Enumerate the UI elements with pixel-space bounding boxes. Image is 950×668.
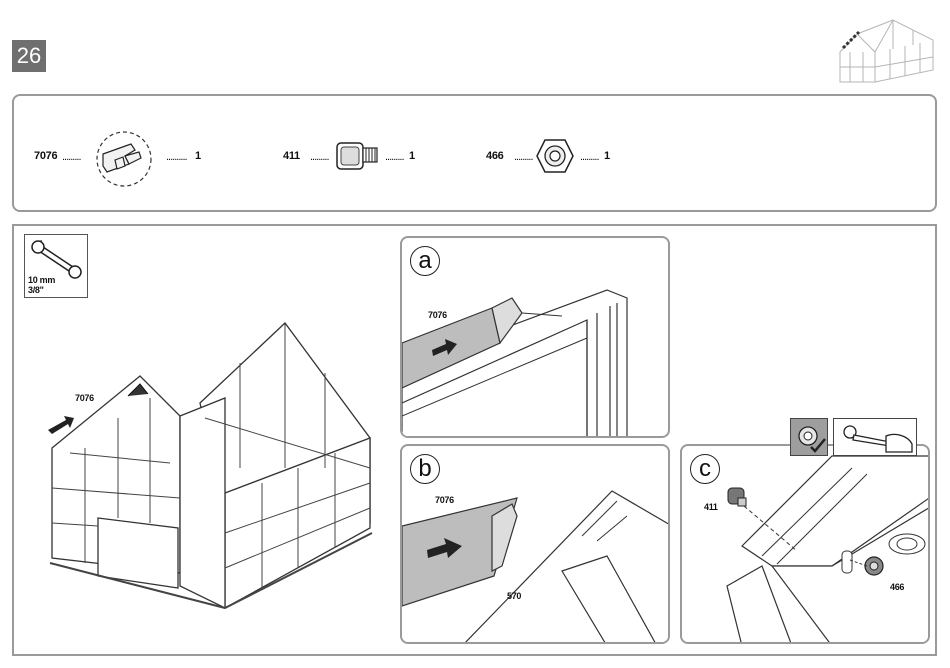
detail-c-nut-label: 466: [890, 582, 904, 592]
detail-a-drawing: [402, 238, 670, 438]
detail-c-bolt-label: 411: [704, 502, 718, 512]
detail-c-panel: c 411 466: [680, 444, 930, 644]
leader-dots: .........: [310, 151, 329, 163]
leader-dots: .........: [62, 151, 81, 163]
detail-b-part-label: 7076: [435, 495, 454, 505]
part-code-411: 411: [283, 150, 300, 162]
detail-a-letter: a: [410, 246, 440, 276]
nut-check-icon: [793, 421, 827, 455]
tool-size-mm: 10 mm: [28, 275, 55, 285]
part-qty-7076: 1: [195, 150, 201, 162]
greenhouse-assembly-drawing: [40, 318, 380, 608]
detail-c-letter: c: [690, 454, 720, 484]
detail-b-profile-label: 570: [507, 591, 521, 601]
part-qty-466: 1: [604, 150, 610, 162]
detail-b-letter: b: [410, 454, 440, 484]
bolt-icon: [335, 138, 381, 178]
step-number-badge: 26: [12, 40, 46, 72]
detail-a-part-label: 7076: [428, 310, 447, 320]
leader-dots: .........: [580, 151, 599, 163]
wrench-icon: [31, 239, 83, 279]
clip-icon: [95, 130, 153, 188]
main-part-label-7076: 7076: [75, 393, 94, 403]
nut-icon: [535, 138, 575, 174]
detail-b-drawing: [402, 446, 670, 644]
greenhouse-thumbnail-icon: [835, 12, 935, 88]
tool-size-in: 3/8": [28, 285, 44, 295]
tool-box: 10 mm 3/8": [24, 234, 88, 298]
detail-b-panel: b 7076 570: [400, 444, 670, 644]
part-code-7076: 7076: [34, 150, 57, 162]
leader-dots: ..........: [166, 151, 187, 163]
leader-dots: .........: [385, 151, 404, 163]
leader-dots: .........: [514, 151, 533, 163]
detail-c-drawing: [682, 446, 930, 644]
wrench-icon: [838, 422, 914, 454]
detail-c-wrench-inset: [833, 418, 917, 456]
detail-a-panel: a 7076: [400, 236, 670, 438]
part-qty-411: 1: [409, 150, 415, 162]
detail-c-nut-inset: [790, 418, 828, 456]
part-code-466: 466: [486, 150, 503, 162]
